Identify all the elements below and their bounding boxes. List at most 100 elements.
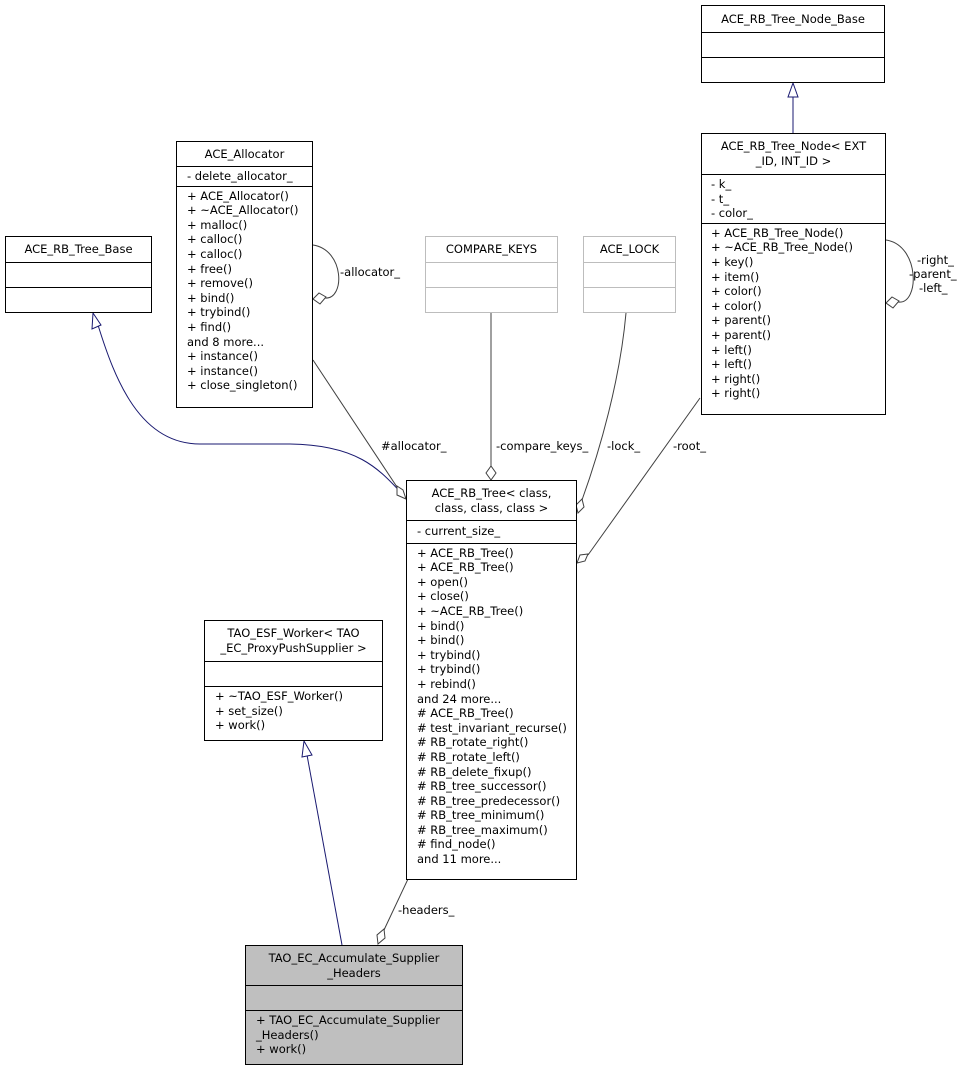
methods-section: + ACE_RB_Tree() + ACE_RB_Tree() + open()… [407,542,576,869]
class-title: COMPARE_KEYS [426,237,557,262]
method: + ACE_RB_Tree() [417,545,514,560]
edge-label-node-self-right: -right_ [917,253,954,267]
method: + rebind() [417,676,476,691]
method: + find() [187,319,232,334]
method: + TAO_EC_Accumulate_Supplier [256,1013,440,1027]
method: + right() [711,386,761,401]
method: + bind() [417,633,465,648]
class-ace-rb-tree[interactable]: ACE_RB_Tree< class, class, class, class … [406,480,577,880]
edge-label-lock: -lock_ [607,439,641,453]
edge-label-root: -root_ [673,439,706,453]
class-accumulate-supplier-headers[interactable]: TAO_EC_Accumulate_Supplier _Headers + TA… [245,945,463,1065]
method: # RB_rotate_right() [417,735,529,750]
method: + ~ACE_RB_Tree() [417,603,524,618]
method: + ACE_RB_Tree() [417,560,514,575]
attribute-current-size: - current_size_ [417,524,501,538]
method: # RB_tree_predecessor() [417,793,561,808]
method: + close_singleton() [187,378,298,393]
attributes-section [205,661,382,686]
method: + calloc() [187,232,243,247]
method: + parent() [711,327,771,342]
method: + bind() [417,618,465,633]
method: + parent() [711,313,771,328]
class-rb-tree-node[interactable]: ACE_RB_Tree_Node< EXT _ID, INT_ID > - k_… [701,133,886,415]
class-name-line1: ACE_RB_Tree_Node< EXT [720,139,867,154]
method: + left() [711,342,752,357]
edge-label-node-self-left: -left_ [919,281,948,295]
class-name: ACE_RB_Tree_Node_Base [721,11,865,26]
class-name-line2: _ID, INT_ID > [755,154,832,168]
methods-section: + ACE_Allocator() + ~ACE_Allocator() + m… [177,185,312,395]
method: # RB_delete_fixup() [417,764,532,779]
method: # test_invariant_recurse() [417,720,567,735]
method: + close() [417,589,469,604]
attributes-section [6,262,151,287]
class-name-line1: TAO_ESF_Worker< TAO [227,626,360,641]
attribute-color: - color_ [711,206,753,221]
attributes-section [584,262,675,287]
class-ace-lock[interactable]: ACE_LOCK [583,236,676,313]
attributes-section: - current_size_ [407,520,576,543]
class-tao-esf-worker[interactable]: TAO_ESF_Worker< TAO _EC_ProxyPushSupplie… [204,620,383,741]
edge-label-node-self-parent: -parent_ [909,267,957,281]
method: + malloc() [187,217,248,232]
class-name: COMPARE_KEYS [445,242,538,257]
method: + work() [256,1042,307,1057]
method: + open() [417,574,468,589]
methods-section [426,287,557,312]
method: + instance() [187,349,258,364]
class-ace-allocator[interactable]: ACE_Allocator - delete_allocator_ + ACE_… [176,141,313,408]
diamond-headers-accumulate [376,928,386,945]
arrowhead-node-to-nodebase [787,81,799,98]
class-title: ACE_RB_Tree_Node_Base [702,6,884,32]
attributes-section: - k_ - t_ - color_ [702,174,885,223]
class-name: ACE_LOCK [599,242,660,257]
edge-label-compare-keys: -compare_keys_ [496,439,589,453]
class-name-line2: _EC_ProxyPushSupplier > [220,641,367,655]
method: + right() [711,371,761,386]
method: + trybind() [417,647,481,662]
method: + set_size() [215,703,283,718]
diamond-lock-rbtree [575,498,585,514]
attribute-k: - k_ [711,177,732,191]
diamond-allocator-rbtree [396,485,407,500]
methods-section [6,287,151,312]
diamond-root-rbtree [576,553,589,564]
attributes-section [246,985,462,1010]
method: + work() [215,718,266,733]
methods-section [702,57,884,82]
arrowhead-rbtree-to-rbtreebase [91,311,102,330]
class-compare-keys[interactable]: COMPARE_KEYS [425,236,558,313]
attribute-t: - t_ [711,191,730,206]
edge-label-allocator-self: -allocator_ [340,265,401,279]
attributes-section: - delete_allocator_ [177,166,312,186]
method: # RB_tree_minimum() [417,808,545,823]
class-rb-tree-base[interactable]: ACE_RB_Tree_Base [5,236,152,313]
class-title: ACE_Allocator [177,142,312,166]
method: + item() [711,269,760,284]
class-name: ACE_Allocator [204,146,285,161]
diamond-allocator-self [312,292,327,305]
edge-allocator-to-rbtree [312,359,398,488]
method: + ACE_Allocator() [187,188,289,203]
method: + ~ACE_RB_Tree_Node() [711,240,853,255]
attributes-section [702,32,884,57]
methods-section [584,287,675,312]
class-rb-tree-node-base[interactable]: ACE_RB_Tree_Node_Base [701,5,885,83]
class-title: ACE_RB_Tree_Node< EXT _ID, INT_ID > [702,134,885,174]
method: # ACE_RB_Tree() [417,706,514,721]
edge-node-self [885,239,914,303]
method: # RB_tree_successor() [417,779,547,794]
edge-label-allocator: #allocator_ [381,439,447,453]
method: # RB_rotate_left() [417,749,520,764]
methods-section: + ~TAO_ESF_Worker() + set_size() + work(… [205,686,382,735]
method: + trybind() [187,305,251,320]
method: + instance() [187,363,258,378]
class-name-line2: class, class, class > [434,500,549,515]
method: # RB_tree_maximum() [417,822,548,837]
method-more: and 24 more... [417,691,502,706]
arrowhead-accumulate-to-worker [301,739,313,758]
methods-section: + TAO_EC_Accumulate_Supplier _Headers() … [246,1010,462,1059]
method: + color() [711,298,762,313]
